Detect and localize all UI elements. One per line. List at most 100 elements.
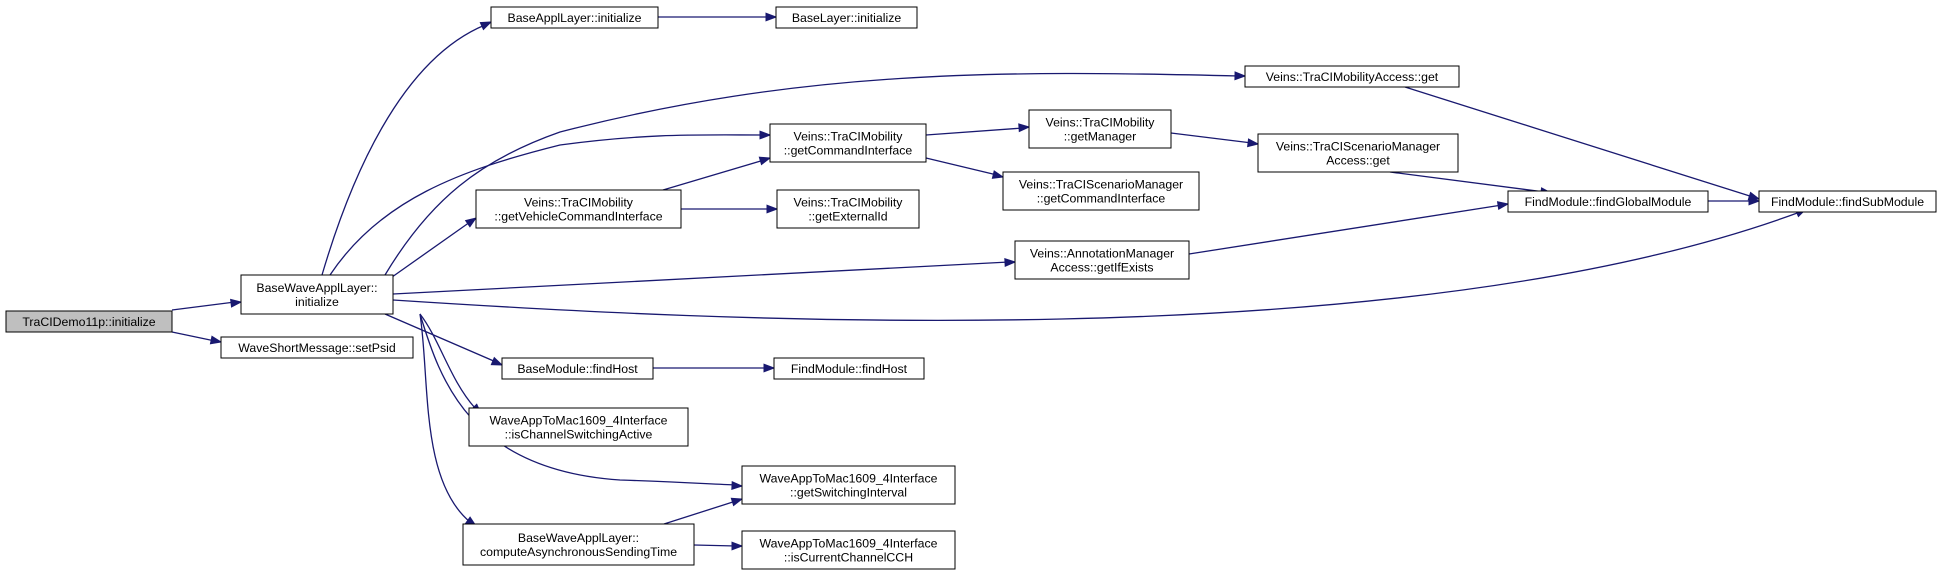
function-node-n15[interactable]: BaseModule::findHost bbox=[501, 357, 654, 380]
node-label-line: FindModule::findGlobalModule bbox=[1525, 195, 1692, 209]
node-label-line: WaveShortMessage::setPsid bbox=[238, 341, 396, 355]
edge-line bbox=[419, 313, 476, 409]
node-label-line: Veins::TraCIScenarioManager bbox=[1276, 139, 1440, 153]
call-edges bbox=[171, 12, 1808, 551]
node-box bbox=[1758, 190, 1937, 213]
call-edge-n1-to-n6 bbox=[329, 130, 772, 276]
function-node-n20[interactable]: WaveAppToMac1609_4Interface::isCurrentCh… bbox=[741, 530, 956, 570]
edge-line bbox=[1389, 171, 1546, 193]
node-label-line: ::getExternalId bbox=[808, 209, 887, 223]
node-box bbox=[775, 6, 918, 29]
edge-line bbox=[662, 159, 765, 191]
node-label-line: initialize bbox=[295, 295, 339, 309]
edge-line bbox=[419, 313, 471, 523]
call-edge-n1-to-n10 bbox=[384, 217, 478, 283]
call-edge-n15-to-n16 bbox=[653, 363, 776, 373]
node-label-line: ::isChannelSwitchingActive bbox=[505, 427, 653, 441]
function-node-n10[interactable]: Veins::TraCIMobility::getVehicleCommandI… bbox=[475, 189, 682, 229]
arrowhead-icon bbox=[731, 480, 744, 490]
node-label-line: FindModule::findHost bbox=[791, 362, 908, 376]
node-label-line: ::getCommandInterface bbox=[784, 143, 913, 157]
arrowhead-icon bbox=[766, 204, 779, 214]
function-node-n1[interactable]: BaseWaveApplLayer::initialize bbox=[240, 274, 394, 315]
node-label-line: Access::get bbox=[1326, 153, 1390, 167]
call-edge-n1-to-n12 bbox=[392, 258, 1017, 295]
node-label-line: Veins::TraCIMobility bbox=[794, 195, 904, 209]
node-box bbox=[1028, 109, 1172, 149]
arrowhead-icon bbox=[464, 217, 478, 228]
function-node-n14[interactable]: FindModule::findSubModule bbox=[1758, 190, 1937, 213]
edge-line bbox=[329, 134, 765, 276]
arrowhead-icon bbox=[1748, 196, 1761, 206]
edge-line bbox=[384, 313, 497, 363]
node-label-line: FindModule::findSubModule bbox=[1771, 195, 1924, 209]
node-box bbox=[741, 530, 956, 570]
function-node-n3[interactable]: BaseApplLayer::initialize bbox=[490, 6, 659, 29]
node-label-line: WaveAppToMac1609_4Interface bbox=[760, 536, 938, 550]
edge-line bbox=[693, 544, 737, 547]
edge-line bbox=[1188, 204, 1503, 255]
node-box bbox=[490, 6, 659, 29]
function-node-n12[interactable]: Veins::AnnotationManagerAccess::getIfExi… bbox=[1014, 240, 1190, 280]
edge-line bbox=[384, 72, 1240, 276]
function-node-n11[interactable]: Veins::TraCIMobility::getExternalId bbox=[776, 189, 920, 229]
node-label-line: ::getManager bbox=[1064, 129, 1136, 143]
node-label-line: BaseWaveApplLayer:: bbox=[256, 281, 377, 295]
arrowhead-icon bbox=[230, 298, 243, 308]
node-label-line: ::getCommandInterface bbox=[1037, 191, 1166, 205]
function-node-n6[interactable]: Veins::TraCIMobility::getCommandInterfac… bbox=[769, 123, 927, 163]
function-node-n7[interactable]: Veins::TraCIMobility::getManager bbox=[1028, 109, 1172, 149]
arrowhead-icon bbox=[731, 541, 744, 551]
function-node-n2[interactable]: WaveShortMessage::setPsid bbox=[220, 336, 414, 359]
node-box bbox=[1507, 190, 1709, 213]
arrowhead-icon bbox=[490, 356, 504, 366]
node-box bbox=[1002, 171, 1200, 211]
call-edge-n0-to-n2 bbox=[171, 331, 223, 345]
edge-line bbox=[321, 24, 486, 276]
function-node-n4[interactable]: BaseLayer::initialize bbox=[775, 6, 918, 29]
arrowhead-icon bbox=[1234, 71, 1247, 81]
node-box bbox=[240, 274, 394, 315]
call-edge-n6-to-n7 bbox=[925, 123, 1031, 136]
call-edge-n1-to-n18 bbox=[419, 313, 744, 490]
edge-line bbox=[925, 157, 998, 176]
function-node-n18[interactable]: WaveAppToMac1609_4Interface::getSwitchin… bbox=[741, 465, 956, 505]
function-nodes: TraCIDemo11p::initializeBaseWaveApplLaye… bbox=[5, 6, 1937, 570]
function-node-n5[interactable]: Veins::TraCIMobilityAccess::get bbox=[1244, 65, 1460, 88]
call-edge-n6-to-n8 bbox=[925, 157, 1005, 179]
edge-line bbox=[384, 221, 471, 283]
call-edge-n1-to-n5 bbox=[384, 71, 1247, 276]
node-label-line: WaveAppToMac1609_4Interface bbox=[760, 471, 938, 485]
edge-line bbox=[663, 500, 737, 525]
node-label-line: Access::getIfExists bbox=[1050, 260, 1153, 274]
function-node-n16[interactable]: FindModule::findHost bbox=[773, 357, 925, 380]
node-box bbox=[220, 336, 414, 359]
function-node-n0[interactable]: TraCIDemo11p::initialize bbox=[5, 310, 173, 333]
function-node-n13[interactable]: FindModule::findGlobalModule bbox=[1507, 190, 1709, 213]
node-label-line: Veins::TraCIMobility bbox=[1046, 115, 1156, 129]
node-label-line: Veins::TraCIMobility bbox=[524, 195, 634, 209]
arrowhead-icon bbox=[763, 363, 776, 373]
node-label-line: ::getSwitchingInterval bbox=[790, 485, 907, 499]
node-label-line: TraCIDemo11p::initialize bbox=[22, 315, 155, 329]
call-edge-n1-to-n17 bbox=[419, 313, 482, 416]
arrowhead-icon bbox=[759, 130, 772, 140]
node-box bbox=[462, 523, 695, 566]
call-edge-n1-to-n19 bbox=[419, 313, 478, 527]
edge-line bbox=[1404, 86, 1754, 198]
arrowhead-icon bbox=[479, 21, 493, 31]
node-box bbox=[1244, 65, 1460, 88]
call-edge-n7-to-n9 bbox=[1170, 132, 1260, 148]
function-node-n17[interactable]: WaveAppToMac1609_4Interface::isChannelSw… bbox=[468, 407, 689, 447]
edge-line bbox=[1170, 132, 1253, 144]
edge-line bbox=[392, 211, 1801, 322]
edge-line bbox=[925, 127, 1024, 136]
arrowhead-icon bbox=[1496, 201, 1510, 211]
function-node-n8[interactable]: Veins::TraCIScenarioManager::getCommandI… bbox=[1002, 171, 1200, 211]
call-edge-n10-to-n6 bbox=[662, 156, 772, 191]
call-edge-n13-to-n14 bbox=[1708, 196, 1761, 206]
edge-line bbox=[419, 313, 737, 486]
function-node-n19[interactable]: BaseWaveApplLayer::computeAsynchronousSe… bbox=[462, 523, 695, 566]
